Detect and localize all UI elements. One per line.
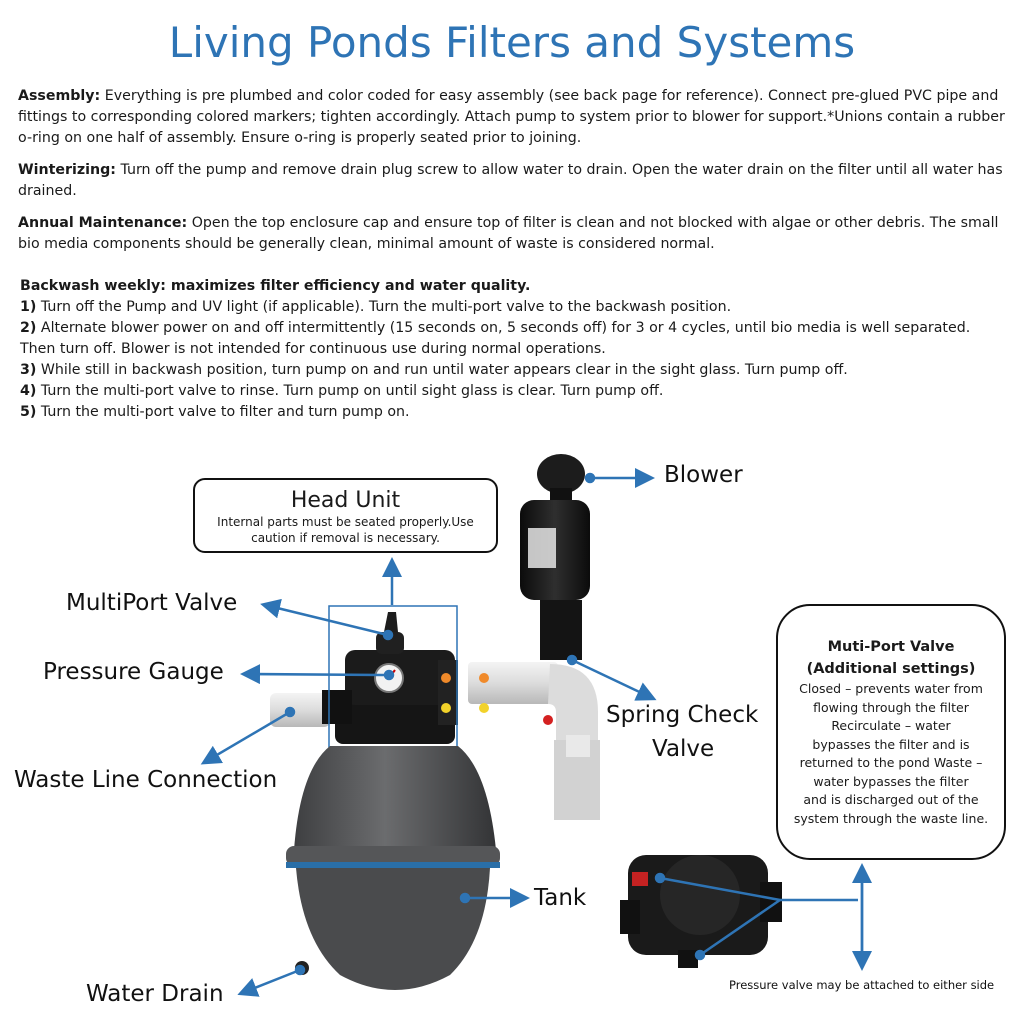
multiport-settings-line: flowing through the filter	[813, 699, 969, 715]
maintenance-text: Open the top enclosure cap and ensure to…	[18, 215, 999, 252]
waste-line-label: Waste Line Connection	[14, 767, 278, 793]
blower-unit	[520, 454, 590, 660]
tank-label: Tank	[534, 885, 587, 911]
backwash-step: 3) While still in backwash position, tur…	[20, 362, 848, 378]
spring-check-label-line1: Spring Check	[606, 702, 759, 728]
backwash-step: 1) Turn off the Pump and UV light (if ap…	[20, 299, 732, 315]
multiport-settings-line: system through the waste line.	[793, 810, 989, 826]
water-drain-label: Water Drain	[86, 981, 224, 1007]
blower-label: Blower	[664, 462, 743, 488]
winterizing-paragraph: Winterizing: Turn off the pump and remov…	[18, 160, 1008, 202]
multiport-settings-title: Muti-Port Valve	[827, 639, 955, 655]
tank	[286, 746, 500, 990]
multiport-settings-line: Recirculate – water	[831, 718, 951, 733]
maintenance-paragraph: Annual Maintenance: Open the top enclosu…	[18, 213, 1008, 255]
assembly-text: Everything is pre plumbed and color code…	[18, 88, 1005, 146]
backwash-step: 4) Turn the multi-port valve to rinse. T…	[20, 383, 664, 399]
backwash-heading: Backwash weekly: maximizes filter effici…	[20, 278, 531, 294]
pressure-gauge-label: Pressure Gauge	[43, 659, 224, 685]
winterizing-text: Turn off the pump and remove drain plug …	[18, 162, 1003, 199]
pressure-valve-note: Pressure valve may be attached to either…	[729, 978, 995, 992]
maintenance-label: Annual Maintenance:	[18, 215, 188, 231]
backwash-step: 5) Turn the multi-port valve to filter a…	[20, 404, 410, 420]
assembly-paragraph: Assembly: Everything is pre plumbed and …	[18, 86, 1008, 149]
multiport-valve-body	[322, 612, 553, 744]
page-title: Living Ponds Filters and Systems	[168, 18, 856, 67]
assembly-label: Assembly:	[18, 88, 101, 104]
callout-arrows	[200, 468, 872, 997]
backwash-section: Backwash weekly: maximizes filter effici…	[20, 276, 1010, 423]
head-unit-title: Head Unit	[290, 488, 401, 513]
multiport-valve-label: MultiPort Valve	[66, 590, 238, 616]
multiport-settings-line: bypasses the filter and is	[812, 736, 970, 752]
pvc-pipes	[270, 662, 600, 820]
head-unit-callout: Head Unit Internal parts must be seated …	[193, 478, 498, 553]
multiport-settings-line: water bypasses the filter	[813, 773, 969, 789]
multiport-settings-line: returned to the pond Waste –	[799, 755, 983, 770]
head-unit-text: Internal parts must be seated properly.U…	[217, 515, 474, 545]
multiport-settings-line: Closed – prevents water from	[799, 681, 983, 696]
multiport-settings-subtitle: (Additional settings)	[806, 661, 976, 677]
backwash-step: 2) Alternate blower power on and off int…	[20, 320, 971, 357]
multiport-settings-line: and is discharged out of the	[803, 792, 979, 807]
multiport-settings-callout: Muti-Port Valve (Additional settings) Cl…	[776, 604, 1006, 860]
winterizing-label: Winterizing:	[18, 162, 116, 178]
spring-check-label-line2: Valve	[652, 736, 715, 762]
